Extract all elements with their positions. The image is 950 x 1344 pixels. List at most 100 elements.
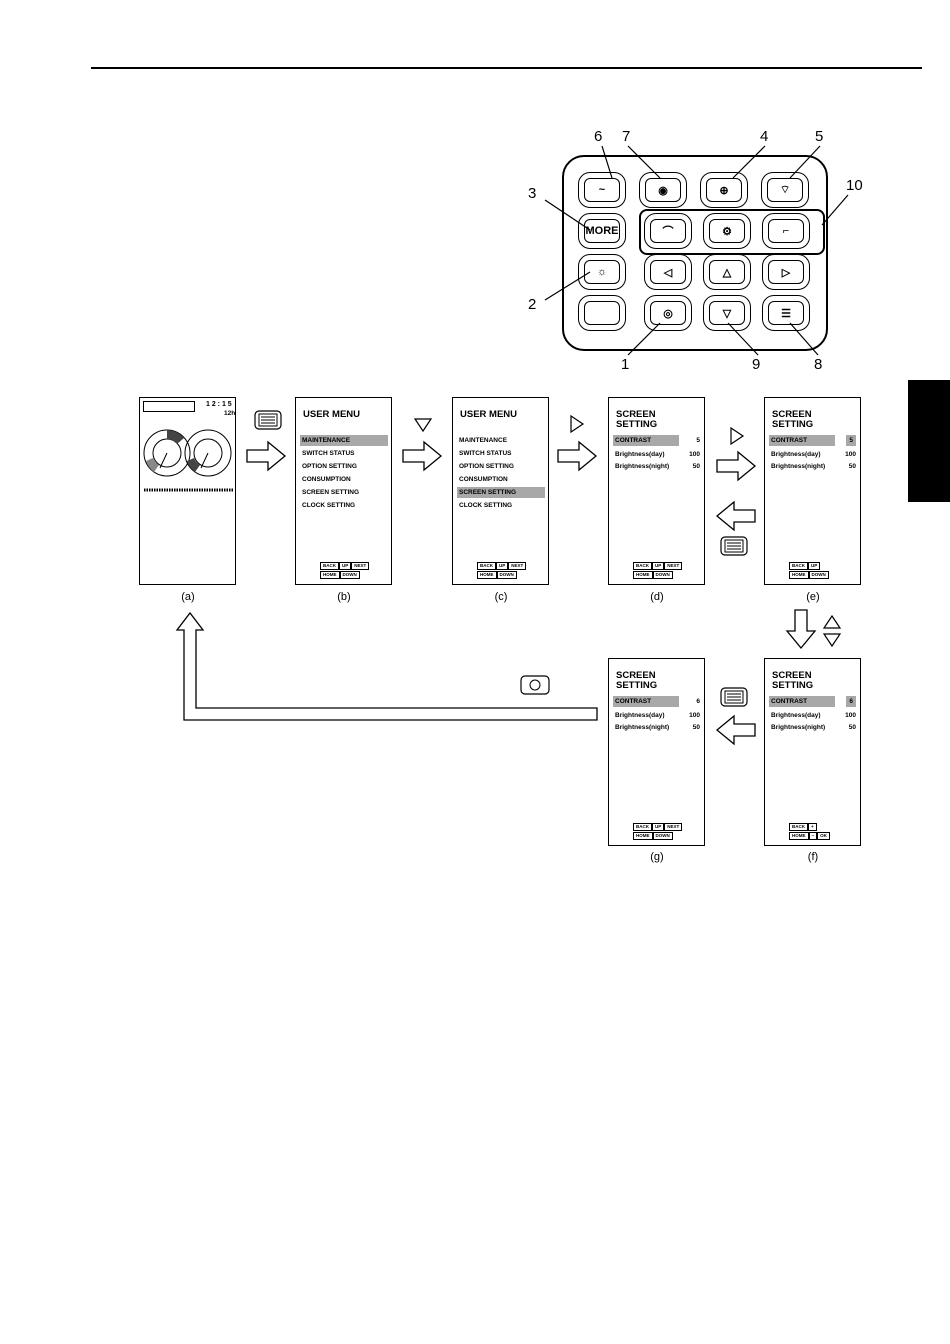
key-blank[interactable]	[578, 295, 626, 331]
wiper-washer-icon: ⊕	[706, 178, 742, 202]
key-legend: BACK+ HOME−OK	[789, 823, 830, 841]
caption-a: (a)	[181, 591, 195, 603]
key-2[interactable]: ☼	[578, 254, 626, 290]
callout-9: 9	[752, 356, 761, 373]
key-9-down[interactable]: ▽	[703, 295, 751, 331]
menu-item-option-setting[interactable]: OPTION SETTING	[302, 463, 357, 470]
callout-1: 1	[621, 356, 630, 373]
arrow-d-to-e	[716, 450, 757, 482]
key-8-menu[interactable]: ☰	[762, 295, 810, 331]
row-brightness-night-value: 50	[848, 724, 856, 731]
arrow-f-to-g	[715, 714, 756, 746]
row-contrast-label[interactable]: CONTRAST	[769, 435, 835, 446]
caption-b: (b)	[337, 591, 351, 603]
arrow-e-to-f	[785, 609, 817, 650]
row-contrast-value[interactable]: 5	[846, 435, 856, 446]
screen-c-user-menu: USER MENU MAINTENANCE SWITCH STATUS OPTI…	[452, 397, 549, 585]
right-arrow-icon	[570, 414, 585, 434]
row-brightness-day-label[interactable]: Brightness(day)	[615, 451, 665, 458]
key-3-more[interactable]: MORE	[578, 213, 626, 249]
menu-title: USER MENU	[303, 409, 361, 420]
menu-item-screen-setting[interactable]: SCREEN SETTING	[457, 487, 545, 498]
caption-g: (g)	[650, 851, 664, 863]
key-7[interactable]: ◉	[639, 172, 687, 208]
callout-4: 4	[760, 128, 769, 145]
row-contrast-value: 6	[696, 698, 700, 705]
light-icon: ☼	[584, 260, 620, 284]
menu-icon	[254, 410, 282, 430]
key-5[interactable]: ⌔	[761, 172, 809, 208]
menu-item-switch-status[interactable]: SWITCH STATUS	[459, 450, 512, 457]
row-brightness-day-value: 100	[689, 712, 700, 719]
key-6[interactable]: ~	[578, 172, 626, 208]
key-mode-1[interactable]: ⌒	[644, 213, 692, 249]
down-arrow-icon	[413, 418, 433, 433]
callout-10: 10	[846, 177, 863, 194]
row-contrast-label[interactable]: CONTRAST	[613, 696, 679, 707]
menu-icon	[720, 536, 748, 556]
status-icon-strip	[143, 401, 195, 412]
row-brightness-night-label[interactable]: Brightness(night)	[615, 463, 670, 470]
key-left[interactable]: ◁	[644, 254, 692, 290]
breaker-icon: ⌐	[768, 219, 804, 243]
menu-item-clock-setting[interactable]: CLOCK SETTING	[459, 502, 513, 509]
row-brightness-night-label[interactable]: Brightness(night)	[771, 463, 826, 470]
home-icon	[520, 675, 550, 695]
row-brightness-day-label[interactable]: Brightness(day)	[771, 712, 821, 719]
row-brightness-day-value: 100	[689, 451, 700, 458]
menu-title: USER MENU	[460, 409, 518, 420]
key-1-home[interactable]: ◎	[644, 295, 692, 331]
caption-e: (e)	[806, 591, 820, 603]
menu-item-option-setting[interactable]: OPTION SETTING	[459, 463, 514, 470]
key-mode-3[interactable]: ⌐	[762, 213, 810, 249]
row-brightness-day-label[interactable]: Brightness(day)	[771, 451, 821, 458]
up-arrow-icon: △	[709, 260, 745, 284]
row-brightness-night-value: 50	[692, 724, 700, 731]
menu-item-maintenance[interactable]: MAINTENANCE	[459, 437, 508, 444]
menu-item-switch-status[interactable]: SWITCH STATUS	[302, 450, 355, 457]
keypad-panel: ~ ◉ ⊕ ⌔ MORE ⌒ ⚙ ⌐ ☼ ◁ △ ▷ ◎ ▽ ☰	[562, 155, 828, 351]
row-contrast-value[interactable]: 6	[846, 696, 856, 707]
arrow-e-to-d	[715, 500, 756, 532]
row-brightness-night-value: 50	[848, 463, 856, 470]
row-brightness-day-label[interactable]: Brightness(day)	[615, 712, 665, 719]
arrow-a-to-b	[246, 440, 287, 472]
menu-item-clock-setting[interactable]: CLOCK SETTING	[302, 502, 356, 509]
callout-6: 6	[594, 128, 603, 145]
menu-item-screen-setting[interactable]: SCREEN SETTING	[302, 489, 360, 496]
callout-3: 3	[528, 185, 537, 202]
callout-5: 5	[815, 128, 824, 145]
menu-item-consumption[interactable]: CONSUMPTION	[302, 476, 351, 483]
row-brightness-night-label[interactable]: Brightness(night)	[615, 724, 670, 731]
row-brightness-night-label[interactable]: Brightness(night)	[771, 724, 826, 731]
caption-c: (c)	[494, 591, 508, 603]
callout-8: 8	[814, 356, 823, 373]
screen-b-user-menu: USER MENU MAINTENANCE SWITCH STATUS OPTI…	[295, 397, 392, 585]
attachment-icon: ⚙	[709, 219, 745, 243]
stop-icon: ◉	[645, 178, 681, 202]
menu-icon: ☰	[768, 301, 804, 325]
row-contrast-label[interactable]: CONTRAST	[769, 696, 835, 707]
row-contrast-label[interactable]: CONTRAST	[613, 435, 679, 446]
key-right[interactable]: ▷	[762, 254, 810, 290]
arrow-b-to-c	[402, 440, 443, 472]
callout-7: 7	[622, 128, 631, 145]
key-4[interactable]: ⊕	[700, 172, 748, 208]
key-up[interactable]: △	[703, 254, 751, 290]
menu-item-consumption[interactable]: CONSUMPTION	[459, 476, 508, 483]
digging-icon: ⌒	[650, 219, 686, 243]
key-mode-2[interactable]: ⚙	[703, 213, 751, 249]
menu-item-maintenance[interactable]: MAINTENANCE	[300, 435, 388, 446]
section-tab	[908, 380, 950, 502]
